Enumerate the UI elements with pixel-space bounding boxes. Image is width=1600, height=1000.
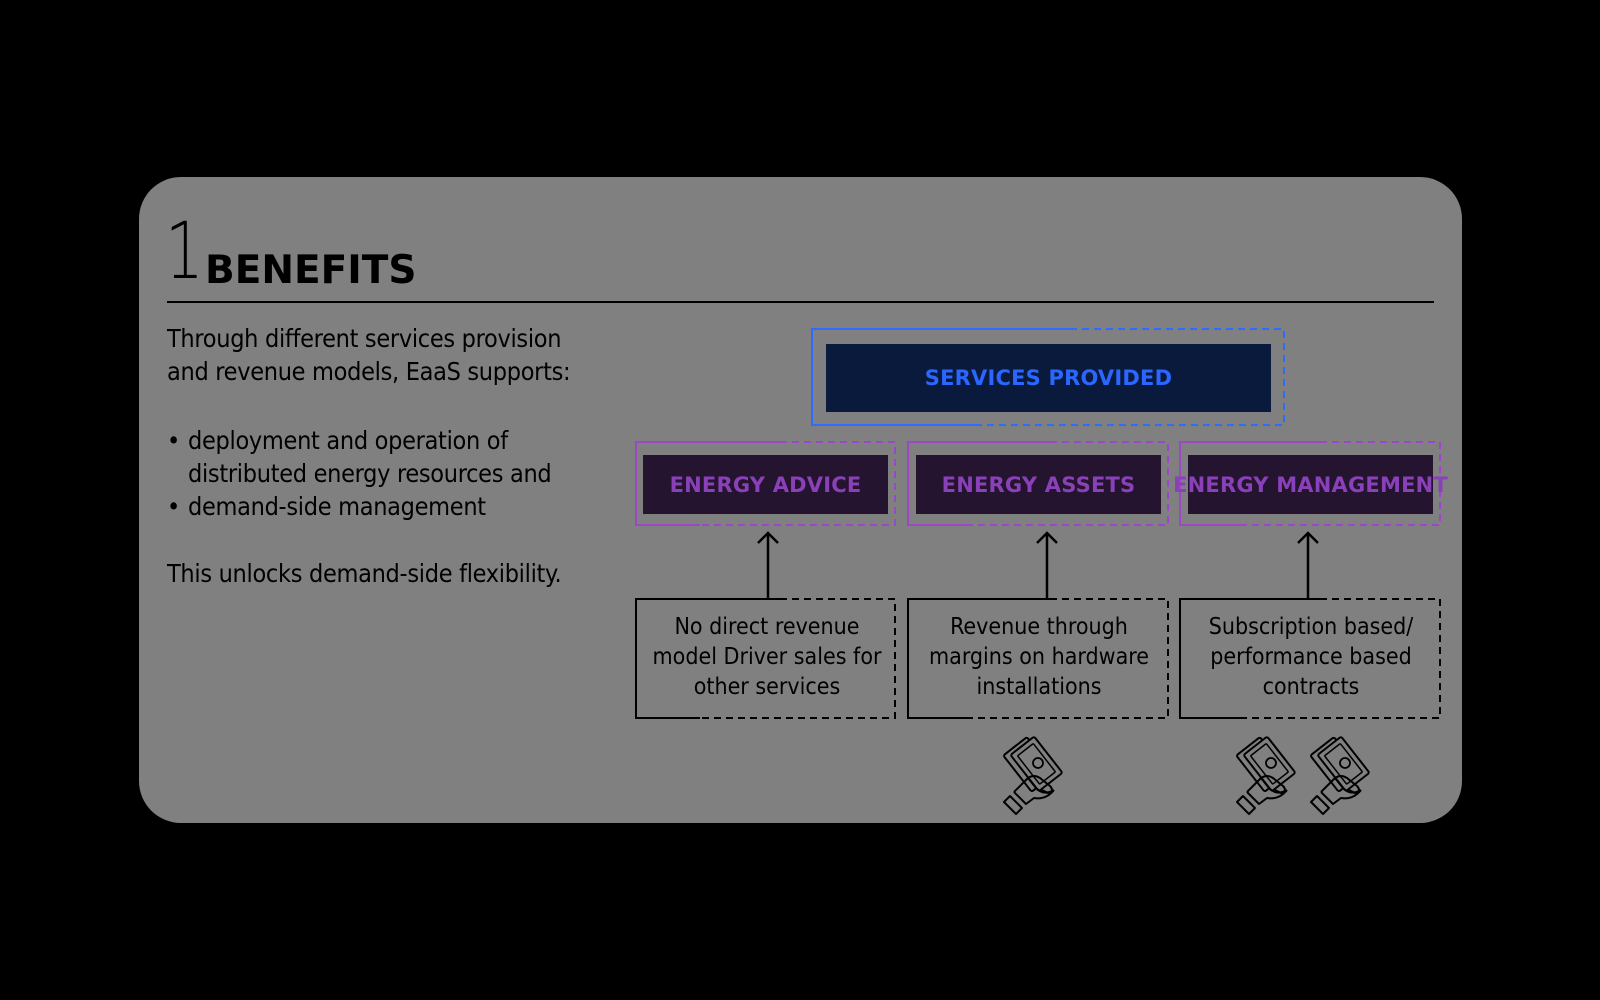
bullet-item-1: deployment and operation of (188, 426, 508, 455)
revenue-model-advice-line-2: model Driver sales for (652, 644, 882, 670)
revenue-model-assets: Revenue through margins on hardware inst… (908, 612, 1170, 702)
conclusion-text: This unlocks demand-side flexibility. (167, 559, 562, 588)
section-number: 1 (165, 207, 204, 297)
revenue-model-advice-line-3: other services (693, 674, 841, 700)
revenue-model-management-line-3: contracts (1262, 674, 1360, 700)
title-divider (167, 301, 1434, 303)
money-hand-icon (1235, 735, 1297, 815)
revenue-model-assets-line-3: installations (976, 674, 1102, 700)
money-hand-icon (1309, 735, 1371, 815)
bullet-dot-1: • (167, 426, 181, 455)
money-hand-icon (1002, 735, 1064, 815)
revenue-model-management-line-1: Subscription based/ (1208, 614, 1414, 640)
energy-assets-box: ENERGY ASSETS (916, 455, 1161, 514)
intro-line-2: and revenue models, EaaS supports: (167, 357, 571, 386)
bullet-item-2: distributed energy resources and (188, 459, 552, 488)
energy-management-box: ENERGY MANAGEMENT (1173, 455, 1448, 514)
bullet-item-3: demand-side management (188, 492, 486, 521)
bullet-dot-2: • (167, 492, 181, 521)
revenue-model-advice-line-1: No direct revenue (674, 614, 860, 640)
section-title: BENEFITS (205, 248, 417, 293)
revenue-model-advice: No direct revenue model Driver sales for… (636, 612, 898, 702)
services-provided-box: SERVICES PROVIDED (826, 344, 1271, 412)
revenue-model-assets-line-1: Revenue through (950, 614, 1128, 640)
intro-line-1: Through different services provision (167, 324, 562, 353)
energy-advice-box: ENERGY ADVICE (643, 455, 888, 514)
revenue-model-assets-line-2: margins on hardware (928, 644, 1149, 670)
revenue-model-management: Subscription based/ performance based co… (1180, 612, 1442, 702)
revenue-model-management-line-2: performance based (1210, 644, 1412, 670)
